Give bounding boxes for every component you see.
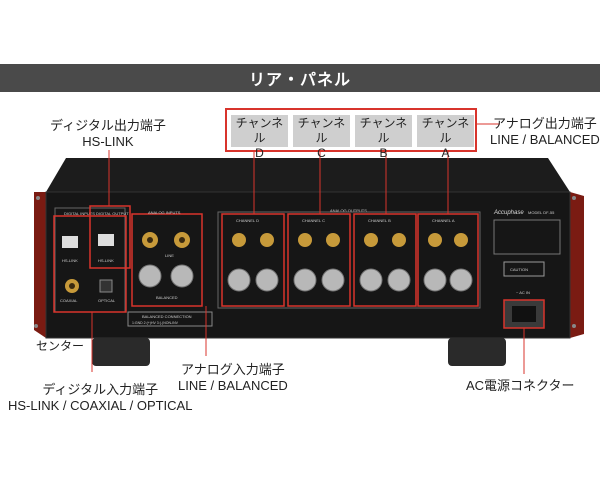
balanced-connection-title: BALANCED CONNECTION (142, 314, 192, 319)
hs-link-in-text: HS-LINK (62, 258, 78, 263)
tab-channel-a: チャンネル A (417, 115, 474, 160)
channel-a-xlr-left (449, 268, 473, 292)
channel-b-highlight (353, 213, 417, 307)
section-title-text: リア・パネル (248, 72, 351, 89)
channel-b-group: CHANNEL B (353, 213, 417, 307)
channel-d-label: CHANNEL D (236, 218, 259, 223)
digital-inputs-label: DIGITAL INPUTS (64, 211, 95, 216)
digital-output-label: DIGITAL OUTPUT (96, 211, 129, 216)
channel-d-group: CHANNEL D (221, 213, 285, 307)
screw (36, 196, 40, 200)
channel-b-label: CHANNEL B (368, 218, 391, 223)
channel-c-group: CHANNEL C (287, 213, 351, 307)
channel-d-rca-left (260, 233, 274, 247)
balanced-connection-box (127, 311, 213, 327)
hs-link-out-text: HS-LINK (98, 258, 114, 263)
hs-link-output-port (98, 234, 114, 246)
coaxial-text: COAXIAL (60, 298, 78, 303)
analog-in-xlr-left (170, 264, 194, 288)
channel-a-label: CHANNEL A (432, 218, 455, 223)
optical-text: OPTICAL (98, 298, 116, 303)
ac-inlet (512, 306, 536, 322)
channel-b-xlr-right (359, 268, 383, 292)
model-text: MODEL DF-55 (528, 210, 555, 215)
ac-inlet-highlight (503, 299, 545, 329)
spec-plate (493, 219, 561, 255)
coaxial-jack-center (69, 283, 75, 289)
channel-c-label: CHANNEL C (302, 218, 325, 223)
screw (572, 324, 576, 328)
label-analog-input: アナログ入力端子 LINE / BALANCED (178, 362, 288, 393)
label-digital-output: ディジタル出力端子 HS-LINK (50, 118, 166, 149)
channel-d-rca-right (232, 233, 246, 247)
channel-tabs-box: チャンネル D チャンネル C チャンネル B チャンネル A (225, 108, 477, 160)
foot-right (448, 338, 506, 366)
tab-channel-b: チャンネル B (355, 115, 412, 160)
channel-b-xlr-left (387, 268, 411, 292)
balanced-connection-pins: 1:GND 2:(+)HV 3:(-)NON-INV (132, 321, 179, 325)
channel-c-highlight (287, 213, 351, 307)
channel-a-rca-right (428, 233, 442, 247)
analog-input-highlight (131, 213, 203, 307)
channel-b-rca-left (392, 233, 406, 247)
channel-c-xlr-left (321, 268, 345, 292)
tab-channel-d: チャンネル D (231, 115, 288, 160)
channel-c-rca-right (298, 233, 312, 247)
digital-input-highlight (53, 215, 127, 313)
right-wood-side (570, 192, 584, 338)
channel-a-xlr-right (423, 268, 447, 292)
foot-left (92, 338, 150, 366)
analog-outputs-section (217, 211, 481, 309)
caution-plate (503, 261, 545, 277)
channel-d-xlr-right (227, 268, 251, 292)
screw (572, 196, 576, 200)
analog-in-balanced-text: BALANCED (156, 295, 178, 300)
rear-panel (45, 191, 571, 339)
analog-in-xlr-right (138, 264, 162, 288)
tab-channel-c: チャンネル C (293, 115, 350, 160)
channel-c-rca-left (326, 233, 340, 247)
left-wood-side (34, 192, 46, 338)
channel-d-xlr-left (255, 268, 279, 292)
optical-port (99, 279, 113, 293)
caution-text: CAUTION (510, 267, 528, 272)
channel-c-xlr-right (293, 268, 317, 292)
label-digital-input: ディジタル入力端子 HS-LINK / COAXIAL / OPTICAL (8, 382, 193, 413)
hs-link-input-port (62, 236, 78, 248)
top-cover (46, 158, 570, 192)
ac-in-text: ~ AC IN (516, 290, 530, 295)
label-ac-connector: AC電源コネクター (466, 378, 575, 393)
section-title: リア・パネル (0, 64, 600, 92)
brand-logo: Accuphase (493, 210, 524, 216)
screw (34, 324, 38, 328)
center-label-partial: センター (36, 339, 85, 353)
analog-outputs-label: ANALOG OUTPUTS (330, 208, 367, 213)
label-analog-output: アナログ出力端子 LINE / BALANCED (490, 116, 600, 147)
channel-b-rca-right (364, 233, 378, 247)
channel-d-highlight (221, 213, 285, 307)
digital-output-highlight (89, 205, 131, 269)
analog-inputs-label: ANALOG INPUTS (148, 210, 181, 215)
analog-in-line-text: LINE (165, 253, 174, 258)
channel-a-rca-left (454, 233, 468, 247)
